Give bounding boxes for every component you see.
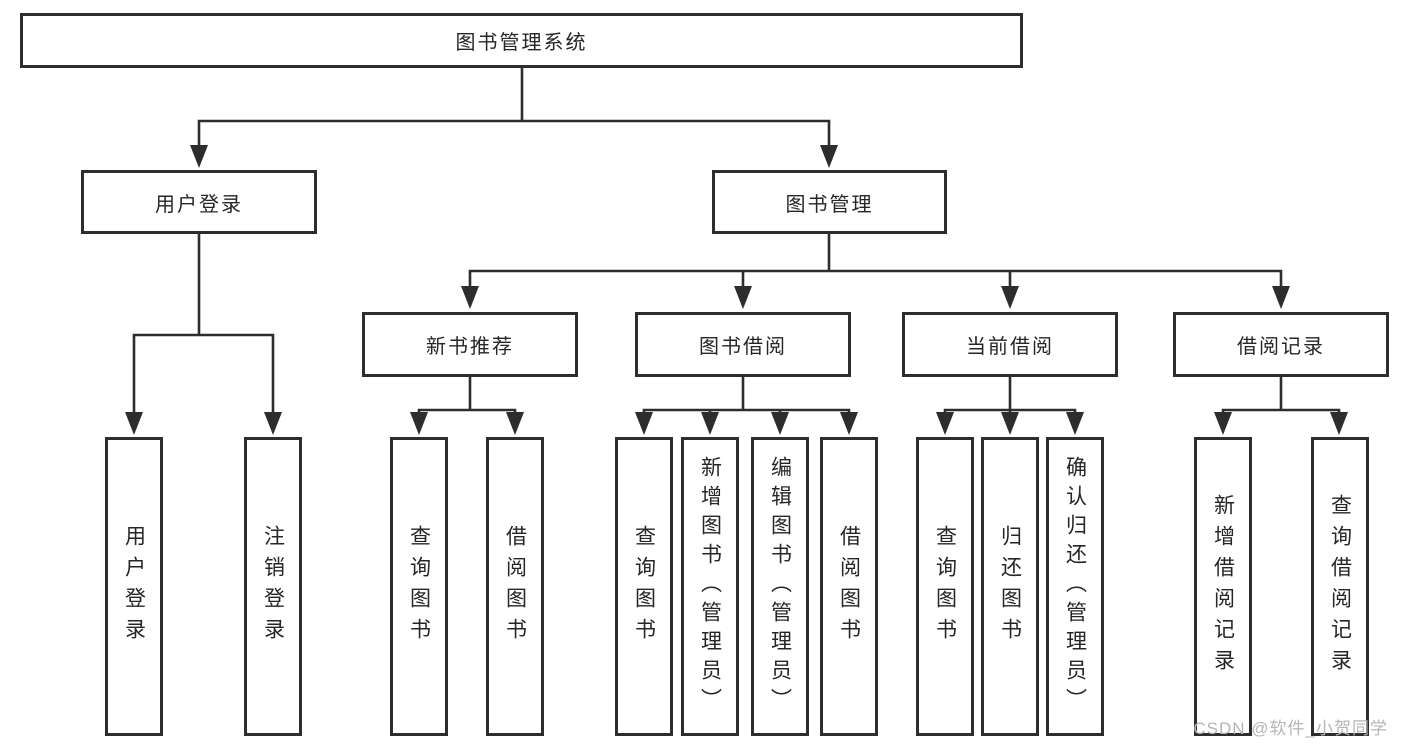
leaf-user-login: 用户登录 — [105, 437, 163, 736]
leaf-borrow-books-label: 借阅图书 — [503, 524, 527, 649]
node-root-label: 图书管理系统 — [455, 32, 588, 54]
leaf-edit-books-admin: 编辑图书（管理员） — [751, 437, 809, 736]
node-book-management: 图书管理 — [712, 170, 947, 234]
leaf-confirm-return-admin-label: 确认归还（管理员） — [1063, 456, 1087, 717]
csdn-watermark: CSDN @软件_小贺同学 — [1193, 719, 1388, 738]
node-book-borrowing-label: 图书借阅 — [699, 336, 787, 358]
leaf-borrow-books: 借阅图书 — [486, 437, 544, 736]
leaf-edit-books-admin-label: 编辑图书（管理员） — [768, 456, 792, 717]
node-borrowing-records: 借阅记录 — [1173, 312, 1389, 377]
leaf-borrow-books-2-label: 借阅图书 — [837, 524, 861, 649]
leaf-logout: 注销登录 — [244, 437, 302, 736]
leaf-add-books-admin: 新增图书（管理员） — [681, 437, 739, 736]
arrowhead-icons — [125, 145, 1348, 435]
node-new-book-recommend: 新书推荐 — [362, 312, 578, 377]
node-user-login-label: 用户登录 — [155, 193, 243, 216]
node-root-system: 图书管理系统 — [20, 13, 1023, 68]
leaf-query-books-2-label: 查询图书 — [632, 524, 656, 649]
node-user-login: 用户登录 — [81, 170, 317, 234]
leaf-return-books: 归还图书 — [981, 437, 1039, 736]
leaf-query-books: 查询图书 — [390, 437, 448, 736]
leaf-query-books-label: 查询图书 — [407, 524, 431, 649]
leaf-query-borrow-record-label: 查询借阅记录 — [1328, 493, 1352, 680]
leaf-query-books-2: 查询图书 — [615, 437, 673, 736]
node-current-borrowing-label: 当前借阅 — [966, 336, 1054, 358]
leaf-logout-label: 注销登录 — [261, 524, 285, 649]
leaf-query-books-3-label: 查询图书 — [933, 524, 957, 649]
node-book-management-label: 图书管理 — [785, 193, 874, 216]
leaf-confirm-return-admin: 确认归还（管理员） — [1046, 437, 1104, 736]
node-current-borrowing: 当前借阅 — [902, 312, 1118, 377]
leaf-add-borrow-record: 新增借阅记录 — [1194, 437, 1252, 736]
node-new-book-recommend-label: 新书推荐 — [426, 336, 514, 358]
leaf-query-borrow-record: 查询借阅记录 — [1311, 437, 1369, 736]
node-borrowing-records-label: 借阅记录 — [1237, 336, 1325, 358]
leaf-user-login-label: 用户登录 — [122, 524, 146, 649]
leaf-return-books-label: 归还图书 — [998, 524, 1022, 649]
leaf-borrow-books-2: 借阅图书 — [820, 437, 878, 736]
leaf-add-borrow-record-label: 新增借阅记录 — [1211, 493, 1235, 680]
node-book-borrowing: 图书借阅 — [635, 312, 851, 377]
leaf-query-books-3: 查询图书 — [916, 437, 974, 736]
leaf-add-books-admin-label: 新增图书（管理员） — [698, 456, 722, 717]
